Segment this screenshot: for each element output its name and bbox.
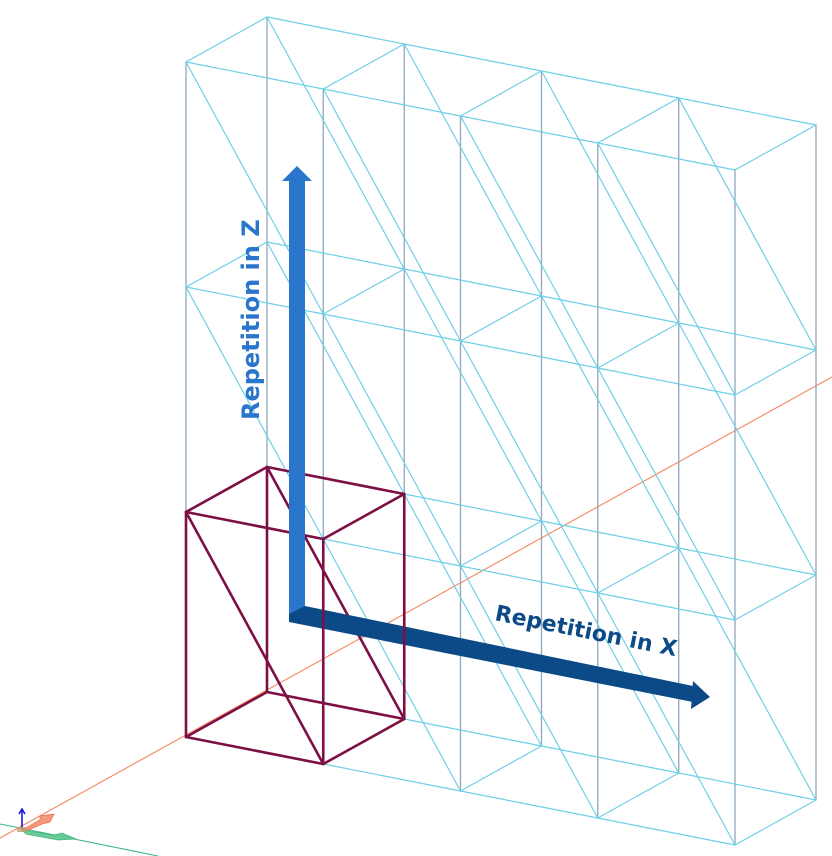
grid-front-beam: [459, 115, 599, 144]
grid-back-beam: [540, 70, 680, 99]
grid-front-brace: [459, 115, 599, 369]
grid-back-beam: [540, 295, 680, 324]
grid-back-brace: [678, 547, 817, 801]
axis-gizmo[interactable]: [17, 807, 77, 841]
grid-front-brace: [459, 340, 599, 594]
grid-depth-beam: [734, 574, 817, 621]
grid-back-brace: [678, 322, 817, 576]
grid-front-beam: [322, 538, 462, 567]
grid-depth-beam: [322, 268, 405, 315]
grid-back-beam: [403, 493, 543, 522]
grid-back-brace: [403, 268, 543, 522]
grid-front-brace: [322, 538, 462, 792]
base-cell-edge: [321, 717, 406, 766]
base-cell-brace: [184, 510, 325, 766]
grid-front-beam: [322, 313, 462, 342]
grid-back-beam: [678, 322, 817, 351]
grid-back-beam: [678, 547, 817, 576]
grid-front-beam: [597, 817, 736, 846]
grid-depth-beam: [459, 70, 543, 117]
base-cell-edge: [184, 735, 325, 766]
repetition-z-label: Repetition in Z: [237, 219, 265, 420]
base-cell-edge: [321, 492, 406, 541]
grid-depth-beam: [734, 349, 817, 396]
base-cell-edge: [265, 465, 406, 496]
grid-front-beam: [459, 565, 599, 594]
gizmo-z-arrow-icon: [18, 807, 26, 829]
repetition-x-arrow: [289, 606, 710, 709]
grid-front-beam: [597, 592, 736, 621]
grid-depth-beam: [597, 322, 680, 369]
grid-depth-beam: [185, 16, 268, 63]
grid-depth-beam: [459, 295, 543, 342]
grid-front-beam: [459, 790, 599, 819]
grid-front-brace: [597, 592, 736, 846]
grid-front-beam: [597, 142, 736, 171]
grid-back-beam: [540, 745, 680, 774]
grid-front-beam: [459, 340, 599, 369]
grid-front-brace: [597, 367, 736, 621]
grid-front-brace: [459, 565, 599, 819]
grid-back-brace: [540, 520, 680, 774]
grid-front-beam: [185, 61, 324, 90]
base-cell-front-edges: [184, 492, 406, 766]
grid-depth-beam: [459, 745, 543, 792]
grid-back-brace: [678, 97, 817, 351]
grid-back-brace: [403, 493, 543, 747]
grid-front-brace: [322, 88, 462, 342]
gizmo-y-arrow-icon: [20, 829, 77, 841]
grid-depth-beam: [459, 520, 543, 567]
grid-depth-beam: [734, 124, 817, 171]
gizmo-origin: [17, 827, 26, 832]
grid-back-beam: [403, 43, 543, 72]
grid-depth-beam: [597, 97, 680, 144]
grid-depth-beam: [597, 547, 680, 594]
global-x-axis-line: [0, 376, 832, 839]
repetition-grid: [185, 16, 817, 846]
grid-depth-beam: [734, 799, 817, 846]
grid-depth-beam: [185, 241, 268, 288]
grid-back-brace: [540, 70, 680, 324]
grid-back-brace: [403, 43, 543, 297]
grid-back-brace: [266, 16, 405, 270]
grid-front-brace: [597, 142, 736, 396]
grid-depth-beam: [322, 43, 405, 90]
grid-depth-beam: [597, 772, 680, 819]
grid-back-beam: [403, 268, 543, 297]
grid-back-brace: [540, 295, 680, 549]
grid-back-beam: [678, 97, 817, 126]
base-cell-edge: [184, 690, 269, 739]
grid-back-beam: [266, 241, 405, 270]
grid-back-beam: [540, 520, 680, 549]
grid-back-beam: [403, 718, 543, 747]
grid-front-beam: [597, 367, 736, 396]
grid-back-beam: [678, 772, 817, 801]
grid-back-beam: [266, 16, 405, 45]
repetition-z-arrow: [282, 166, 312, 614]
grid-front-brace: [322, 313, 462, 567]
grid-front-beam: [322, 88, 462, 117]
grid-front-beam: [322, 763, 462, 792]
base-cell-edge: [265, 690, 406, 721]
base-cell-edge: [184, 465, 269, 514]
